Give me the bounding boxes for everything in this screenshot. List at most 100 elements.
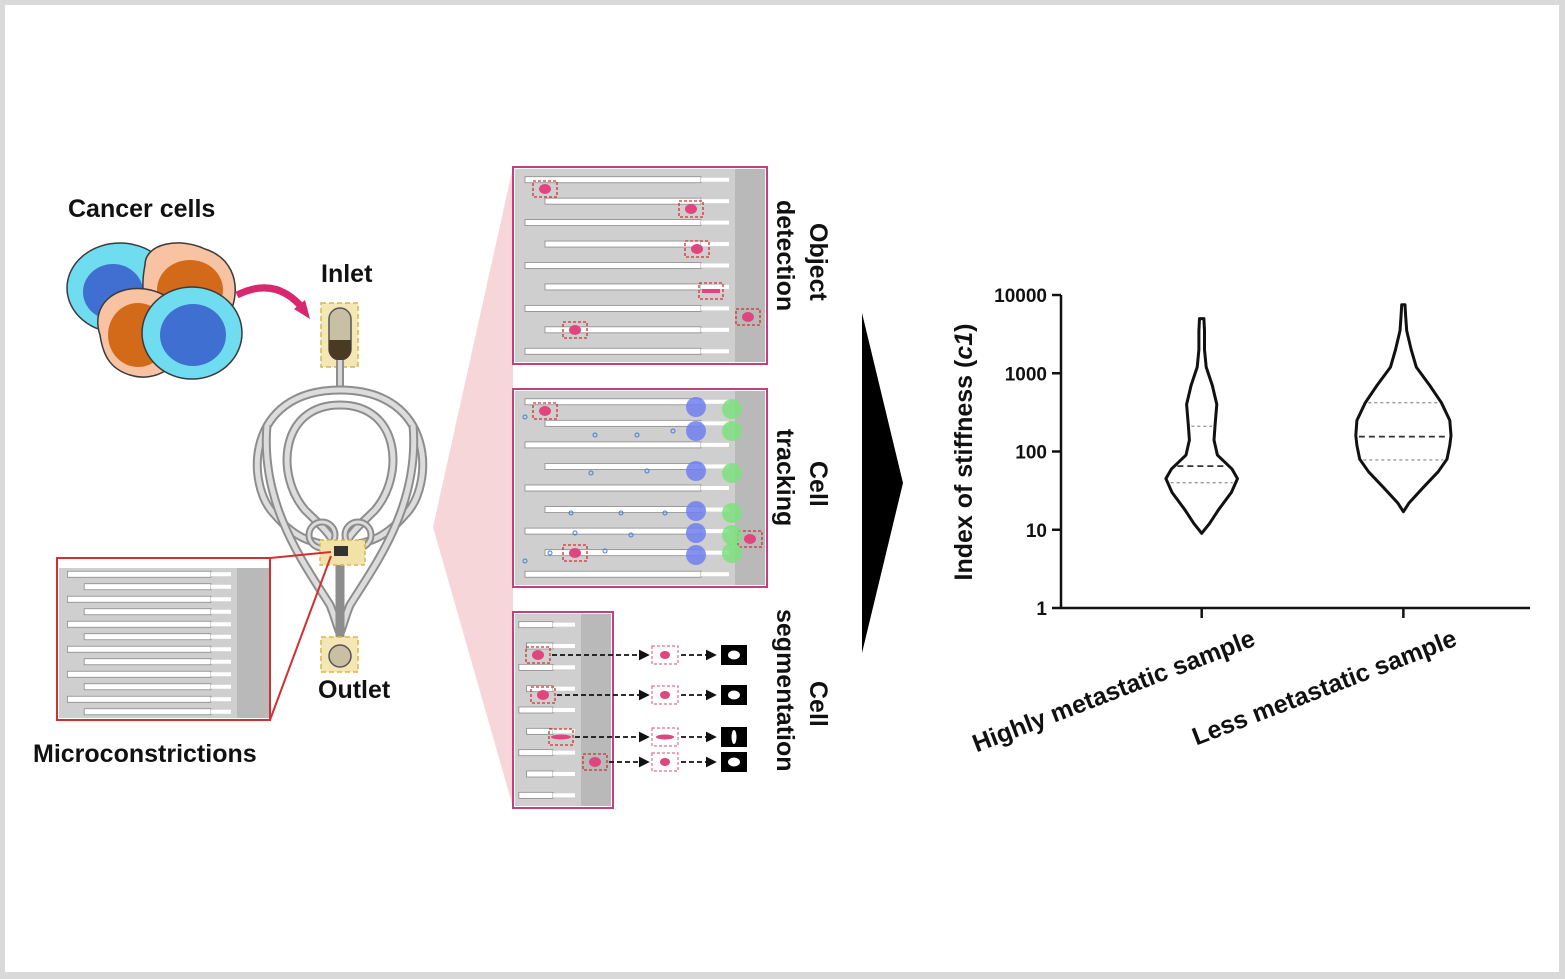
y-axis-label-main: Index of stiffness ( [950,359,978,581]
microchannel [524,441,702,449]
object-detection-label-2: detection [771,200,799,311]
inset-connector [269,555,332,721]
zoom-wedge [433,167,513,807]
microchannel [83,658,212,666]
cell-segmentation-label-1: Cell [804,681,832,727]
microchannel [544,240,702,248]
track-marker-green [722,503,742,523]
segmented-cell [532,650,544,660]
constriction-neck [553,793,575,798]
constriction-neck [701,442,729,447]
constriction-region [334,546,348,556]
microchannel [67,620,212,628]
cropped-cell [660,651,670,659]
segmented-cell [589,757,601,767]
inlet-label: Inlet [321,260,373,288]
tracked-cell [539,406,551,416]
constriction-neck [701,349,729,354]
violin-body [1354,303,1453,514]
detected-cells [532,180,761,339]
track-marker-green [722,525,742,545]
tracked-cell [744,534,756,544]
microchannel [524,484,702,492]
constriction-neck [553,729,575,734]
detected-cell [539,184,551,194]
particle-dot [572,530,578,536]
cell-mask [728,690,740,700]
microchannel [524,398,702,406]
channel-reservoir [735,169,765,362]
cell-tracking-panel [512,388,768,588]
constriction-neck [701,464,729,469]
detection-box [678,200,704,218]
particle-dot [670,428,676,434]
cell-mask [728,650,740,660]
y-axis-label: Index of stiffness (c1) [950,323,978,580]
constriction-neck [701,421,729,426]
deformed-cell [702,289,720,293]
cancer-cells-label: Cancer cells [68,195,215,223]
crop-box [651,645,679,665]
panel-channels [515,391,765,585]
microchannel [518,749,554,757]
constriction-neck [701,263,729,268]
inset-channels [59,568,269,718]
microchannel [524,219,702,227]
constriction-neck [211,584,231,589]
inlet-fill [329,340,351,360]
detected-cell [685,204,697,214]
process-arrow-icon [862,313,903,653]
constriction-neck [553,750,575,755]
detection-box [698,282,724,300]
particle-dot [588,470,594,476]
detection-box [532,180,558,198]
segmented-cell [537,690,549,700]
particle-dot [602,548,608,554]
track-marker-green [722,399,742,419]
curved-arrow-icon [235,284,308,314]
detection-box [530,686,556,704]
microchannel [67,670,212,678]
constriction-neck [553,644,575,648]
microchannel [67,595,212,603]
cell-tracking-label-2: tracking [771,429,799,526]
microchannel [67,570,212,578]
violin-body [1164,317,1239,535]
microchannel [518,663,554,671]
y-tick-label: 1000 [1005,364,1047,385]
cell-nucleus [160,304,226,366]
detection-box [735,308,761,326]
constriction-neck [553,665,575,670]
constriction-neck [701,220,729,225]
cropped-cell [656,734,674,740]
arrowhead-icon [294,300,310,319]
microchannel [518,706,554,714]
channel-reservoir [581,614,611,806]
microchannel [67,695,212,703]
y-axis-label-variable: c1 [950,332,978,360]
figure-canvas: Cancer cells Inlet Out [33,166,1530,809]
microchannel [544,463,702,470]
outlet-port [328,644,352,668]
microchannel [526,770,554,778]
particle-dot [522,558,528,564]
constriction-neck [701,507,729,512]
cancer-cells-illustration [66,242,243,380]
constriction-neck [701,199,729,204]
panel-channels [515,169,765,362]
constriction-neck [211,634,231,639]
track-marker-blue [686,461,706,481]
constriction-neck [701,177,729,182]
constriction-neck [553,622,575,627]
track-marker-blue [686,501,706,521]
crop-box [651,727,679,747]
tracking-markers [522,397,763,565]
microchannel [83,583,212,591]
object-detection-label-1: Object [804,223,832,301]
inset-connector [269,551,332,559]
track-marker-blue [686,523,706,543]
microchannel [518,621,554,629]
constriction-neck [701,306,729,311]
